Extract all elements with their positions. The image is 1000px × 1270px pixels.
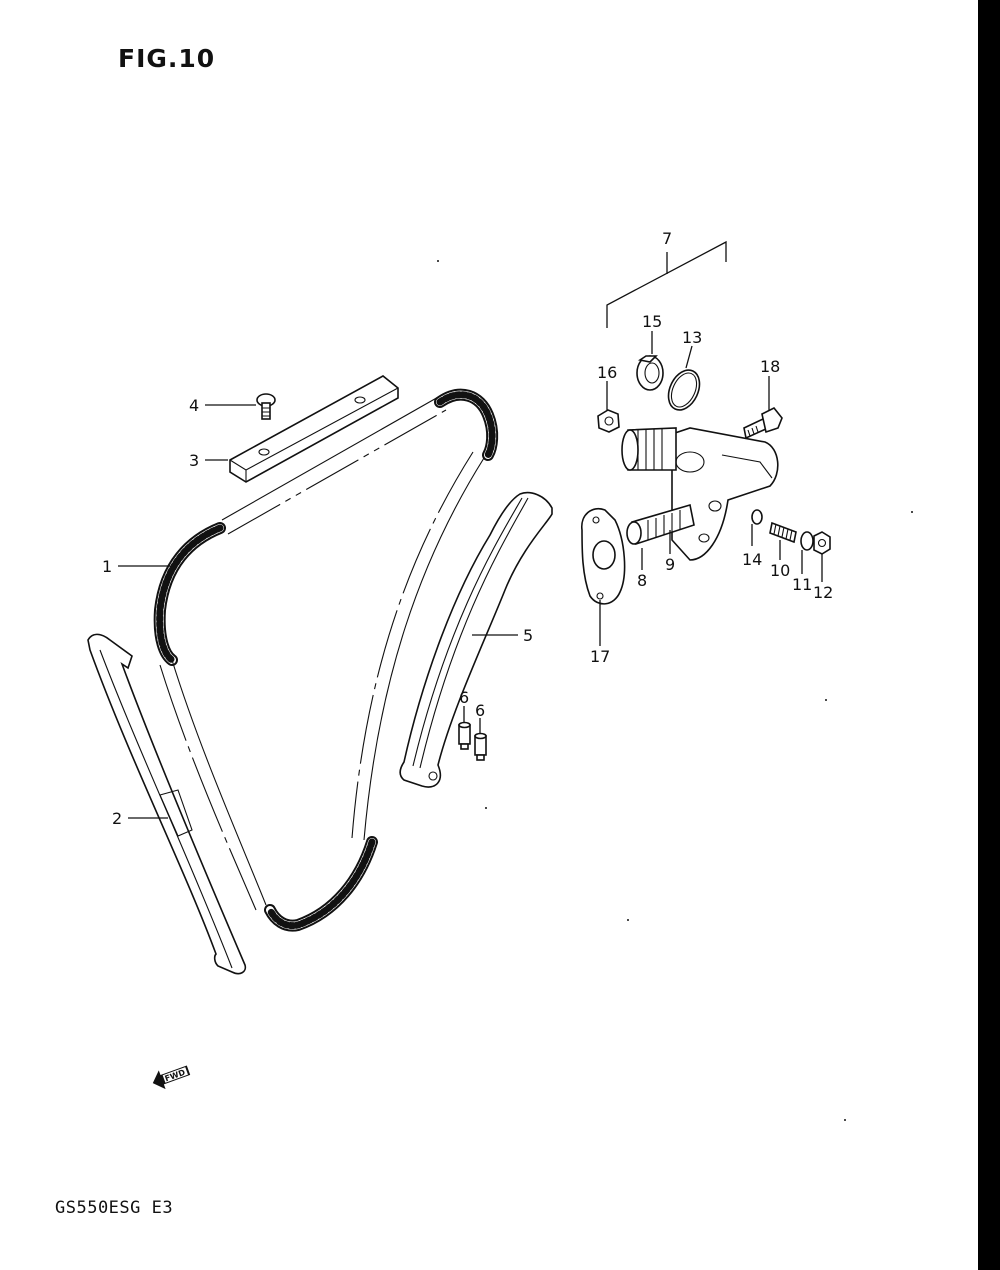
callout-12: 12 bbox=[813, 583, 833, 602]
cam-chain bbox=[153, 388, 499, 932]
washer bbox=[800, 531, 814, 551]
callout-11: 11 bbox=[792, 575, 812, 594]
scan-specks bbox=[437, 260, 913, 1121]
guide-pin-left bbox=[458, 721, 471, 750]
callout-10: 10 bbox=[770, 561, 790, 580]
o-ring bbox=[667, 369, 701, 411]
callout-16: 16 bbox=[597, 363, 617, 382]
chain-guide-front bbox=[87, 633, 247, 975]
guide-screw bbox=[256, 393, 276, 420]
callout-17: 17 bbox=[590, 647, 610, 666]
callout-3: 3 bbox=[189, 451, 199, 470]
scan-edge-bar bbox=[978, 0, 1000, 1270]
callout-6b: 6 bbox=[475, 701, 485, 720]
callout-18: 18 bbox=[760, 357, 780, 376]
callout-14: 14 bbox=[742, 550, 762, 569]
bolt bbox=[743, 406, 783, 440]
oil-seal bbox=[636, 355, 664, 391]
callout-6a: 6 bbox=[459, 688, 469, 707]
callout-13: 13 bbox=[682, 328, 702, 347]
nut bbox=[597, 409, 620, 433]
callout-8: 8 bbox=[637, 571, 647, 590]
o-ring-small bbox=[751, 509, 763, 525]
callout-1: 1 bbox=[102, 557, 112, 576]
gasket bbox=[581, 508, 626, 605]
callout-7: 7 bbox=[662, 229, 672, 248]
guide-pin-right bbox=[474, 732, 487, 761]
callout-2: 2 bbox=[112, 809, 122, 828]
fwd-direction-badge: FWD bbox=[152, 1065, 191, 1090]
spring bbox=[647, 510, 681, 540]
leader-lines bbox=[118, 331, 823, 819]
callout-labels: 1 2 3 4 5 6 6 7 8 9 10 11 12 13 14 15 16… bbox=[102, 229, 833, 828]
callout-5: 5 bbox=[523, 626, 533, 645]
fwd-label: FWD bbox=[164, 1068, 187, 1084]
callout-4: 4 bbox=[189, 396, 199, 415]
lock-nut bbox=[813, 531, 831, 555]
chain-guide-top bbox=[229, 375, 399, 483]
callout-15: 15 bbox=[642, 312, 662, 331]
chain-guide-rear bbox=[399, 491, 553, 788]
model-code: GS550ESG E3 bbox=[55, 1198, 174, 1218]
adjuster-bolt bbox=[769, 521, 797, 544]
callout-9: 9 bbox=[665, 555, 675, 574]
figure-title: FIG.10 bbox=[118, 44, 216, 73]
